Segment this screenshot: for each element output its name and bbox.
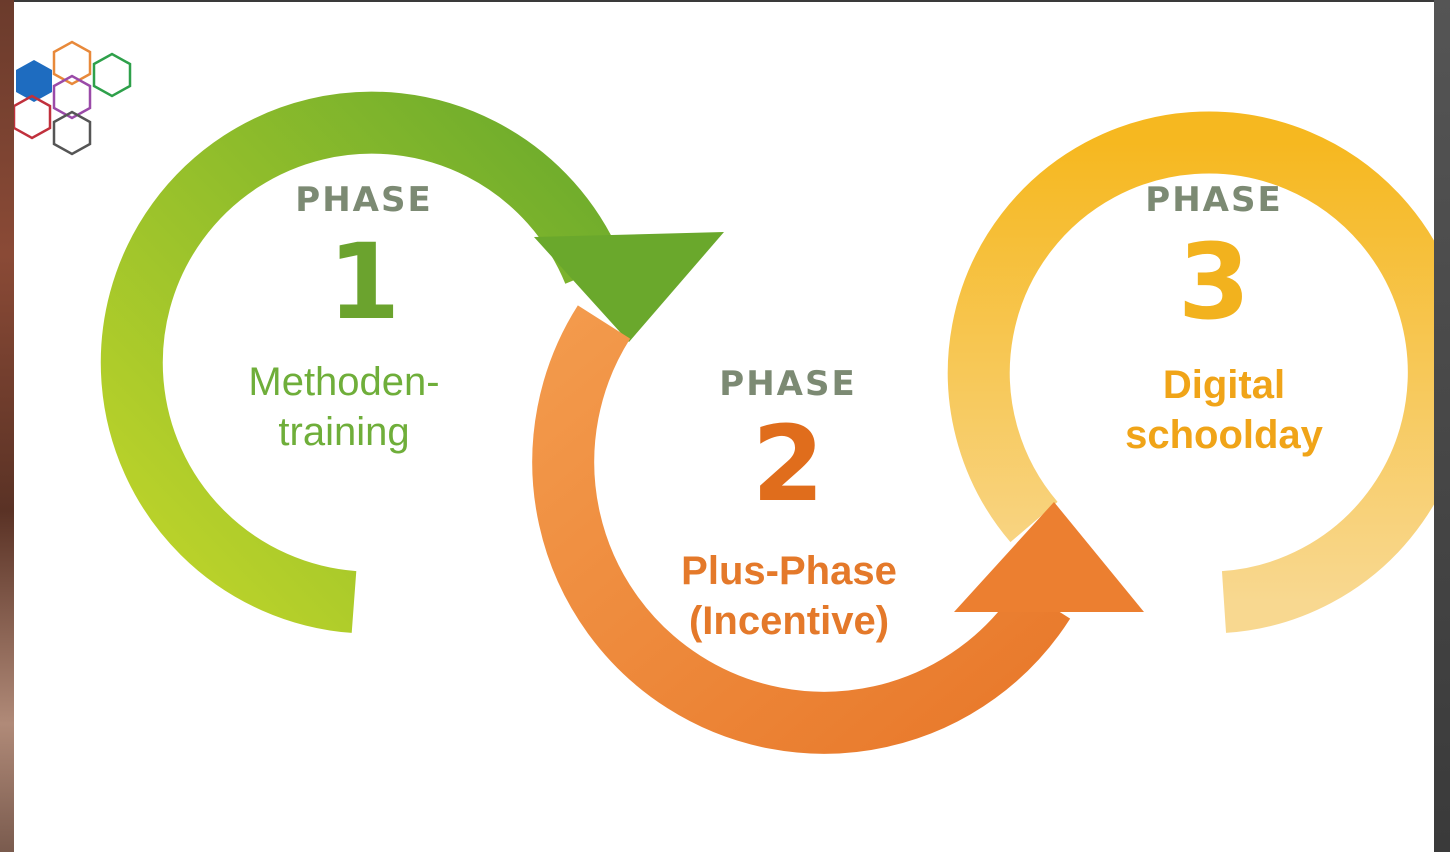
phase-cycle-diagram xyxy=(14,40,1434,754)
phase2-caption-line2: (Incentive) xyxy=(688,599,890,643)
phase3-caption: Digital schoolday xyxy=(1074,360,1374,460)
phase1-caption-line1: Methoden- xyxy=(248,360,440,404)
phase3-caption-line1: Digital xyxy=(1162,363,1286,407)
phase1-caption: Methoden- training xyxy=(194,357,494,457)
window-edge xyxy=(1434,0,1450,852)
phase2-caption: Plus-Phase (Incentive) xyxy=(634,546,944,646)
phase2-arrowhead xyxy=(954,502,1144,612)
phase3-label: PHASE xyxy=(1145,180,1283,220)
hexagon-cluster-logo xyxy=(14,40,132,156)
phase2-label: PHASE xyxy=(719,364,857,404)
phase3-ring xyxy=(947,111,1434,633)
phase1-ring xyxy=(100,91,623,633)
phase2-caption-line1: Plus-Phase xyxy=(681,549,897,593)
phase3-caption-line2: schoolday xyxy=(1125,413,1323,457)
phase2-ring xyxy=(532,305,1071,754)
phase2-number: 2 xyxy=(751,403,825,525)
phase1-caption-line2: training xyxy=(278,410,410,454)
slide: PHASE 1 Methoden- training PHASE 2 Plus-… xyxy=(14,2,1434,852)
phase1-arrowhead xyxy=(534,232,724,342)
phase3-number: 3 xyxy=(1177,221,1251,343)
phase1-label: PHASE xyxy=(295,180,433,220)
background-photo-edge xyxy=(0,0,14,852)
phase1-number: 1 xyxy=(327,221,401,343)
